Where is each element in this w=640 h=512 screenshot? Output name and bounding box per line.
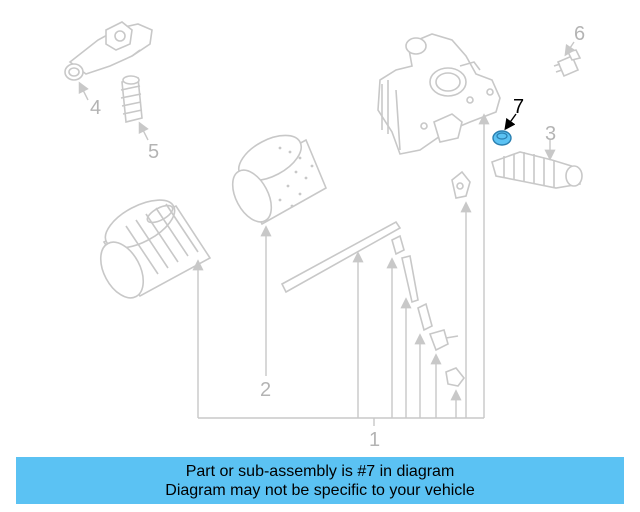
callout-4-leader xyxy=(78,81,89,101)
callout-1-label: 1 xyxy=(369,429,380,451)
part-5-bellows xyxy=(120,75,143,124)
callout-7-label: 7 xyxy=(513,96,524,118)
banner-line-1: Part or sub-assembly is #7 in diagram xyxy=(185,462,455,480)
part-6-sensor xyxy=(553,49,582,78)
callout-2-label: 2 xyxy=(260,379,271,401)
part-7-grommet-highlighted[interactable] xyxy=(492,130,512,146)
callout-6-leader xyxy=(564,41,576,57)
small-valve xyxy=(451,170,471,199)
callout-3-label: 3 xyxy=(545,123,556,145)
callout-6-label: 6 xyxy=(574,23,585,45)
part-3-hose xyxy=(491,151,583,189)
callout-1-leaders xyxy=(192,113,490,426)
callout-5-leader xyxy=(138,121,149,141)
part-4-fitting xyxy=(64,21,153,81)
part-1-canister xyxy=(99,199,212,299)
intake-housing xyxy=(377,33,501,155)
banner-line-2: Diagram may not be specific to your vehi… xyxy=(165,481,475,499)
callout-4-label: 4 xyxy=(90,97,101,119)
info-banner: Part or sub-assembly is #7 in diagram Di… xyxy=(16,457,624,504)
small-fittings xyxy=(391,234,466,387)
part-2-filter-element xyxy=(231,134,328,226)
callout-5-label: 5 xyxy=(148,141,159,163)
parts-diagram: 1 2 3 4 5 6 7 xyxy=(64,21,585,451)
callout-7-leader xyxy=(504,113,517,131)
long-rod xyxy=(280,220,402,294)
